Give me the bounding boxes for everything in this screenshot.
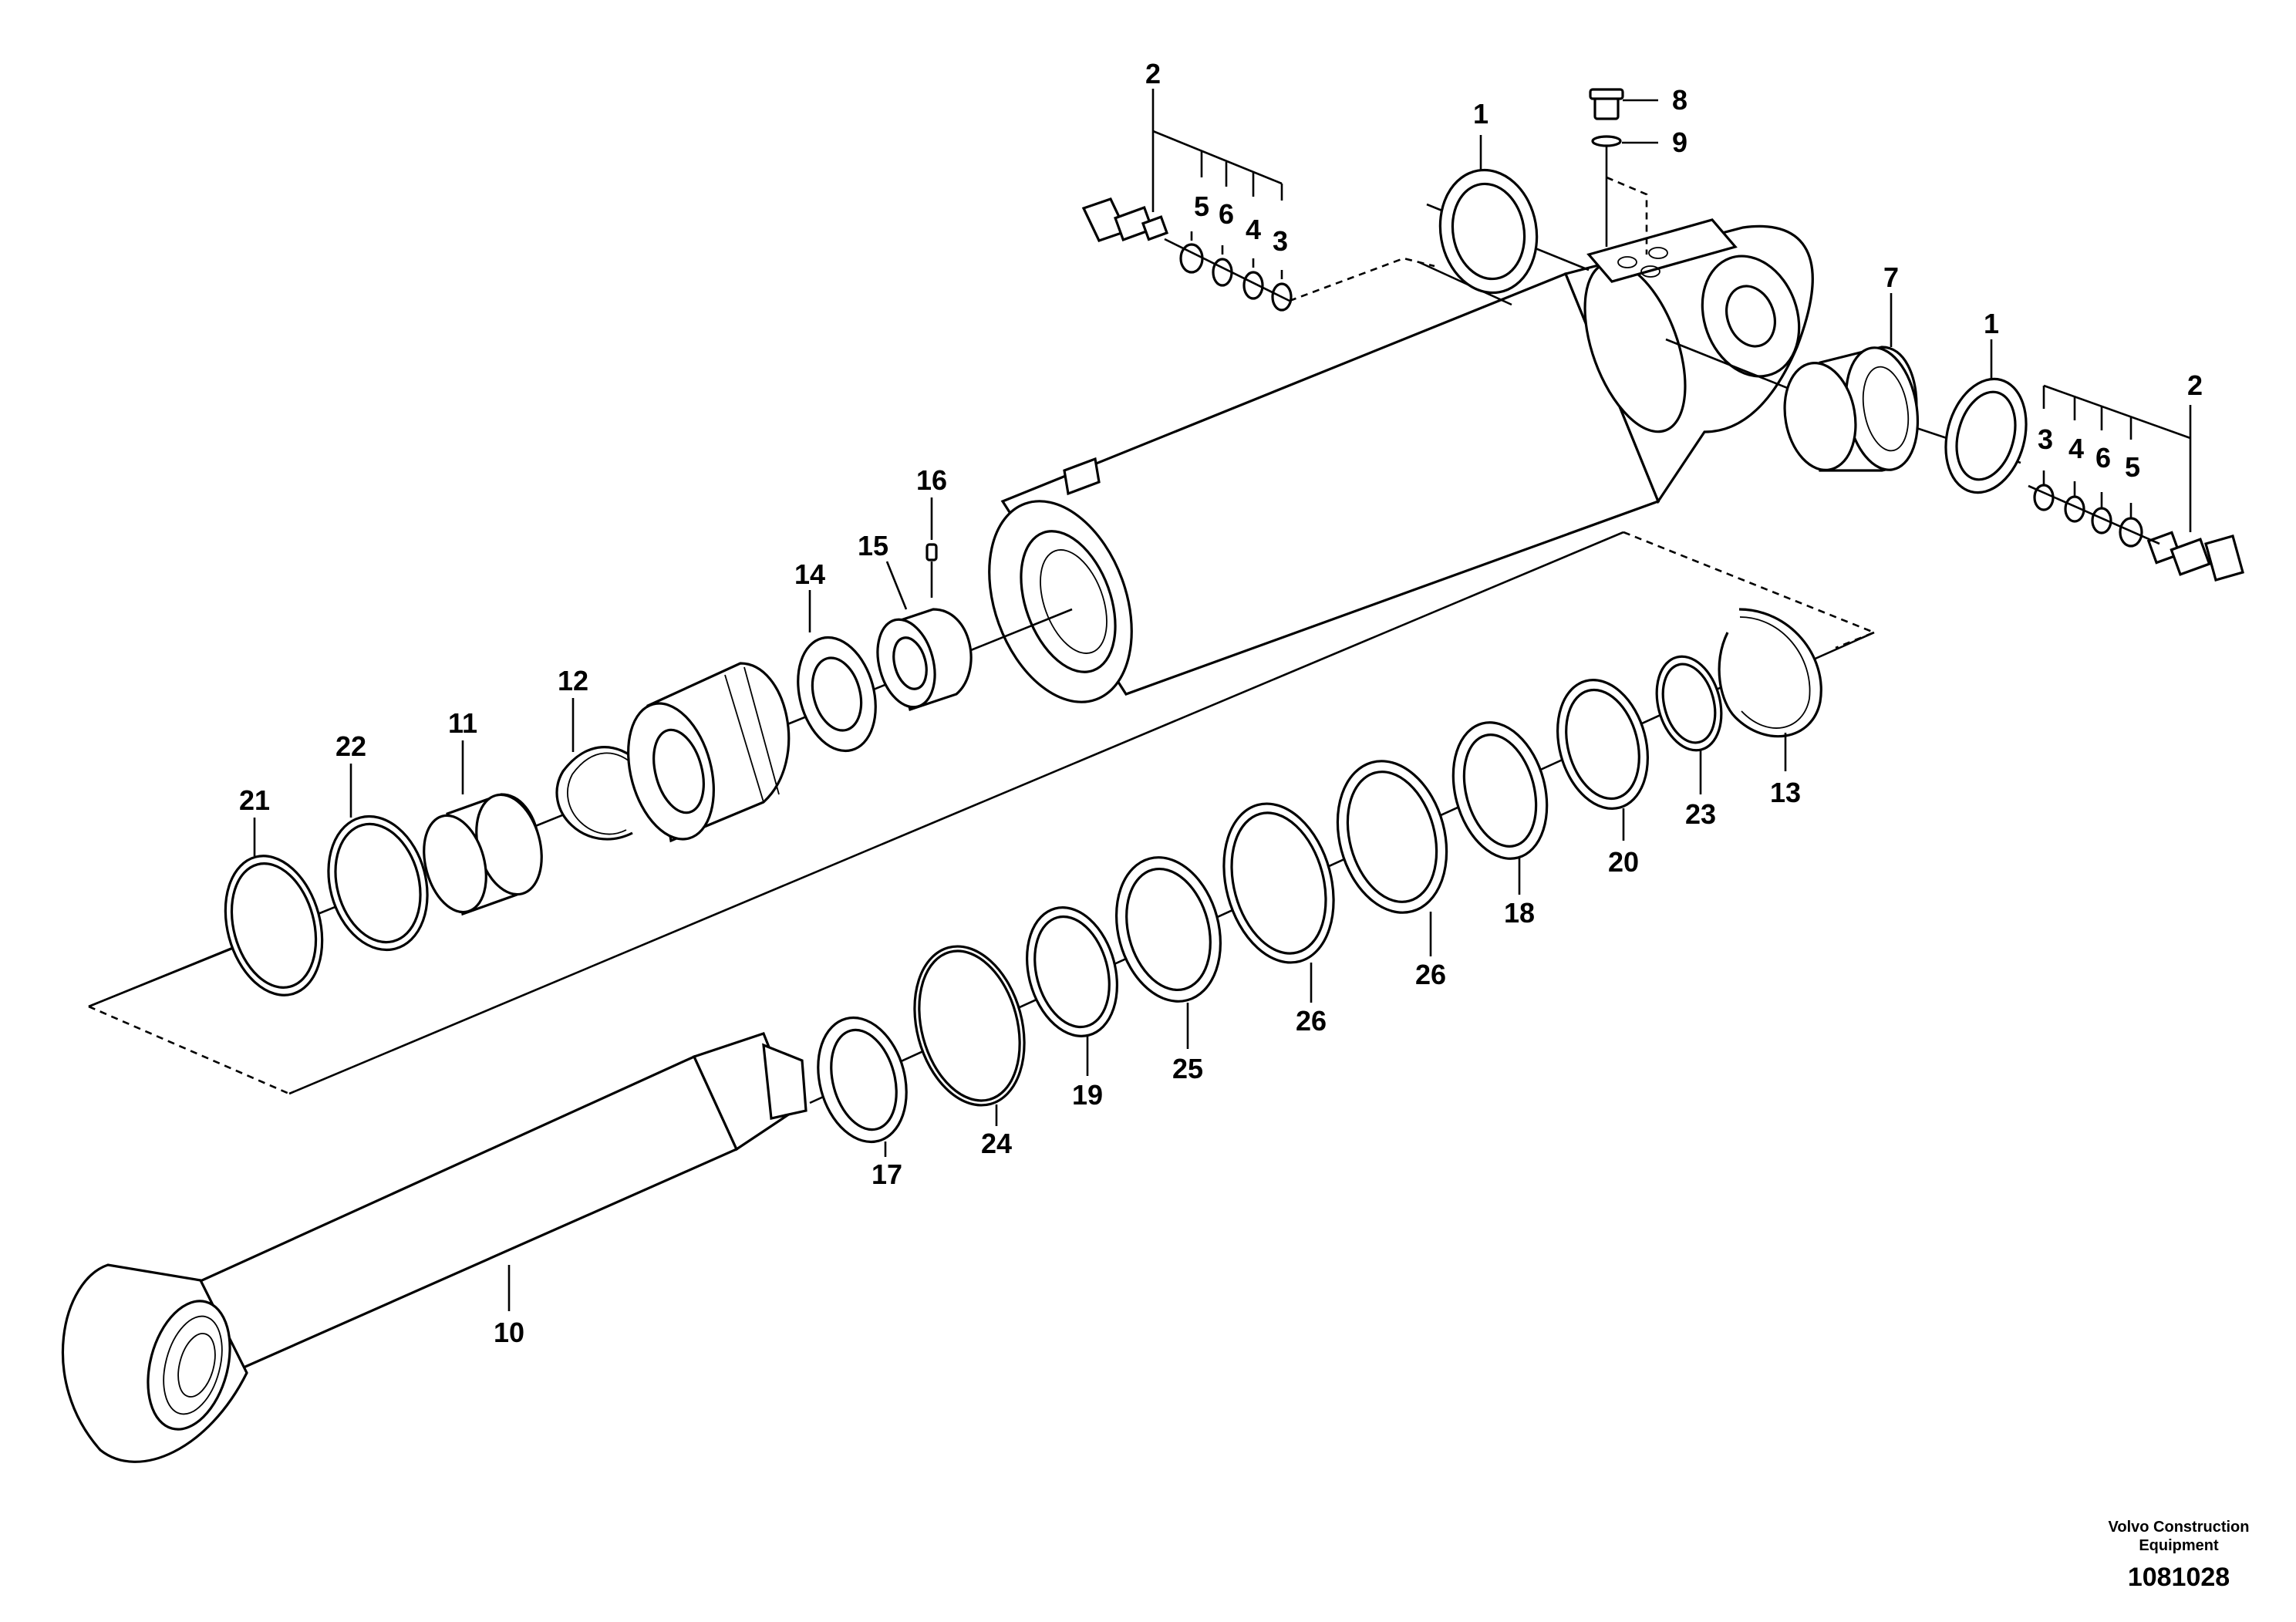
label-2-right: 2 xyxy=(2187,369,2203,401)
label-26-lower: 26 xyxy=(1296,1005,1327,1037)
assembly-boundary-top xyxy=(288,531,1624,1095)
document-number: 1081028 xyxy=(2128,1563,2230,1592)
bracket-2-right xyxy=(2042,384,2192,532)
label-4-right: 4 xyxy=(2068,433,2084,464)
ring-part-18 xyxy=(1451,721,1549,860)
label-3-left: 3 xyxy=(1273,225,1288,257)
label-24: 24 xyxy=(981,1128,1012,1159)
fitting-axis-left xyxy=(1164,238,1290,302)
label-1-top: 1 xyxy=(1473,98,1489,130)
ring-part-22 xyxy=(327,814,429,952)
label-19: 19 xyxy=(1072,1079,1103,1111)
brand-line-2: Equipment xyxy=(2139,1537,2219,1554)
grease-fitting-part-2-left xyxy=(1081,197,1169,242)
bushing-part-11 xyxy=(423,793,543,916)
label-16: 16 xyxy=(916,464,947,496)
seal-part-1-top xyxy=(1438,168,1539,295)
bushing-part-7 xyxy=(1783,346,1920,472)
label-23: 23 xyxy=(1685,798,1716,830)
label-14: 14 xyxy=(794,558,825,590)
cylinder-barrel xyxy=(988,218,1814,703)
oring-part-24 xyxy=(913,945,1026,1107)
washer-part-6-right xyxy=(2091,507,2112,534)
ring-part-21 xyxy=(224,855,324,996)
label-10: 10 xyxy=(494,1317,524,1348)
snap-ring-part-13 xyxy=(1718,608,1822,738)
piston-rod-part-10 xyxy=(61,1032,807,1463)
label-25: 25 xyxy=(1172,1053,1203,1084)
label-1-right: 1 xyxy=(1984,308,1999,339)
label-4-left: 4 xyxy=(1246,214,1261,245)
piston xyxy=(627,662,791,843)
seal-part-20 xyxy=(1556,679,1649,810)
label-21: 21 xyxy=(239,784,270,816)
seal-part-1-right xyxy=(1944,377,2028,494)
ring-part-26-upper xyxy=(1336,760,1448,914)
washer-part-14 xyxy=(797,636,877,753)
brand-line-1: Volvo Construction xyxy=(2109,1519,2250,1536)
oring-part-9 xyxy=(1591,135,1622,147)
label-20: 20 xyxy=(1608,846,1639,878)
label-18: 18 xyxy=(1504,897,1535,929)
fitting-axis-right xyxy=(2028,484,2160,545)
label-7: 7 xyxy=(1883,261,1899,293)
label-5-left: 5 xyxy=(1194,191,1209,222)
nut-part-15 xyxy=(876,608,973,712)
bracket-2-left xyxy=(1151,89,1283,279)
washer-part-4-left xyxy=(1242,271,1264,300)
assembly-boundary-lower xyxy=(1623,531,1877,649)
plug-axis-dashed xyxy=(1606,176,1648,255)
seal-part-25 xyxy=(1114,856,1222,1003)
washer-part-4-right xyxy=(2064,495,2085,523)
label-17: 17 xyxy=(872,1158,902,1190)
ring-part-26-lower xyxy=(1222,802,1335,964)
label-3-right: 3 xyxy=(2038,423,2053,455)
label-22: 22 xyxy=(335,730,366,762)
label-11: 11 xyxy=(448,707,477,739)
ring-part-19 xyxy=(1026,906,1118,1037)
assembly-boundary-upper xyxy=(1289,257,1435,302)
label-2-left: 2 xyxy=(1145,58,1161,89)
label-9: 9 xyxy=(1672,126,1687,158)
label-26-upper: 26 xyxy=(1415,959,1446,990)
label-5-right: 5 xyxy=(2125,451,2140,483)
label-6-left: 6 xyxy=(1219,198,1234,230)
washer-part-6-left xyxy=(1212,258,1233,287)
snap-ring-part-12 xyxy=(555,746,642,841)
ring-part-23 xyxy=(1655,655,1723,752)
label-8: 8 xyxy=(1672,84,1687,116)
grease-fitting-part-2-right xyxy=(2146,531,2244,582)
plug-part-8 xyxy=(1589,88,1624,120)
label-12: 12 xyxy=(558,665,588,696)
leader-15 xyxy=(885,561,908,610)
wiper-part-17 xyxy=(817,1016,908,1144)
label-13: 13 xyxy=(1770,777,1801,808)
assembly-boundary-left xyxy=(88,1005,290,1095)
label-15: 15 xyxy=(858,530,888,561)
label-6-right: 6 xyxy=(2095,442,2111,474)
set-screw-part-16 xyxy=(925,543,938,561)
